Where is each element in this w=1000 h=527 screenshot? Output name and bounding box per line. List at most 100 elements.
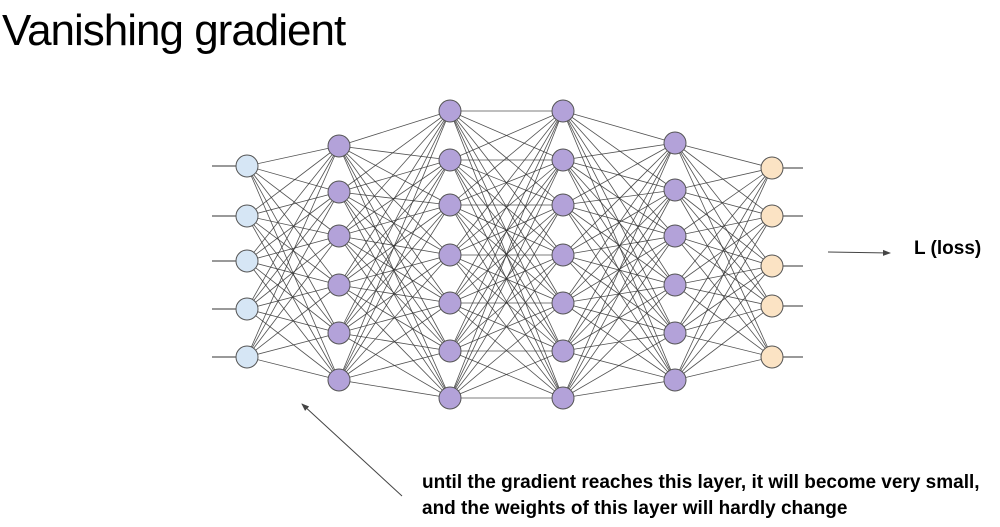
edge [562,142,676,206]
edge [562,235,676,304]
edge [674,142,773,169]
edge [246,145,340,310]
edge [674,167,773,381]
edge [338,204,451,237]
edge [246,191,340,358]
loss-arrow [827,249,891,256]
edge [562,142,676,256]
edge [246,235,340,358]
hidden-1-node [327,368,351,392]
edge [562,204,676,286]
edge [674,167,773,237]
edge [674,265,773,286]
edge [338,145,451,161]
edge [562,332,676,399]
hidden-3-node [551,291,575,315]
edge [338,145,451,352]
edge [338,145,451,256]
edge [674,167,773,191]
edge [338,332,451,352]
edge [674,142,773,267]
edge [338,204,451,381]
edge [246,145,340,262]
hidden-2-node [438,386,462,410]
hidden-2-node [438,291,462,315]
hidden-3-node [551,386,575,410]
edge [246,332,340,358]
edge [246,356,340,381]
edge [338,191,451,399]
hidden-3-node [551,99,575,123]
output-node [760,294,784,318]
edge [674,189,773,307]
annotation-arrows [301,249,891,497]
hidden-2-node [438,193,462,217]
edge [562,204,676,381]
edge [338,145,451,304]
edge [562,235,676,399]
hidden-1-node [327,321,351,345]
hidden-1-node [327,224,351,248]
edge [338,159,451,193]
edge [674,332,773,358]
hidden-1-node [327,180,351,204]
edge [674,356,773,381]
edge [449,204,564,256]
edge [449,204,564,352]
edge [562,142,676,304]
edge [562,110,676,237]
edge [246,145,340,217]
edge [674,235,773,307]
edge [338,350,451,381]
edge [246,235,340,310]
edge [338,191,451,256]
edge [338,110,451,147]
hidden-1-node [327,273,351,297]
edge [246,235,340,262]
input-node [235,204,259,228]
edge [449,159,564,399]
network-edges [246,110,773,399]
edge [246,145,340,167]
edge [338,191,451,352]
edge [246,191,340,262]
caption-text: until the gradient reaches this layer, i… [422,472,980,519]
edge [449,302,564,399]
edge [674,189,773,217]
edge [562,284,676,352]
edge [246,165,340,237]
edge [338,110,451,237]
output-node [760,254,784,278]
edge [674,215,773,381]
output-node [760,156,784,180]
edge [674,235,773,358]
edge [562,142,676,352]
edge [562,379,676,399]
edge [674,284,773,307]
hidden-3-node [551,148,575,172]
edge [449,110,564,206]
edge [246,308,340,381]
hidden-4-node [663,178,687,202]
edge [674,305,773,334]
edge [246,215,340,381]
edge [674,305,773,381]
input-node [235,345,259,369]
edge [562,189,676,206]
hidden-3-node [551,193,575,217]
edge [562,142,676,161]
edge [562,284,676,399]
hidden-2-node [438,243,462,267]
page-title: Vanishing gradient [2,6,346,55]
edge [338,235,451,352]
edge [338,110,451,286]
hidden-4-node [663,273,687,297]
edge [246,165,340,286]
edge [562,204,676,334]
edge [449,254,564,352]
edge [562,159,676,237]
edge [449,110,564,161]
hidden-2-node [438,339,462,363]
edge [338,254,451,381]
edge [338,145,451,206]
